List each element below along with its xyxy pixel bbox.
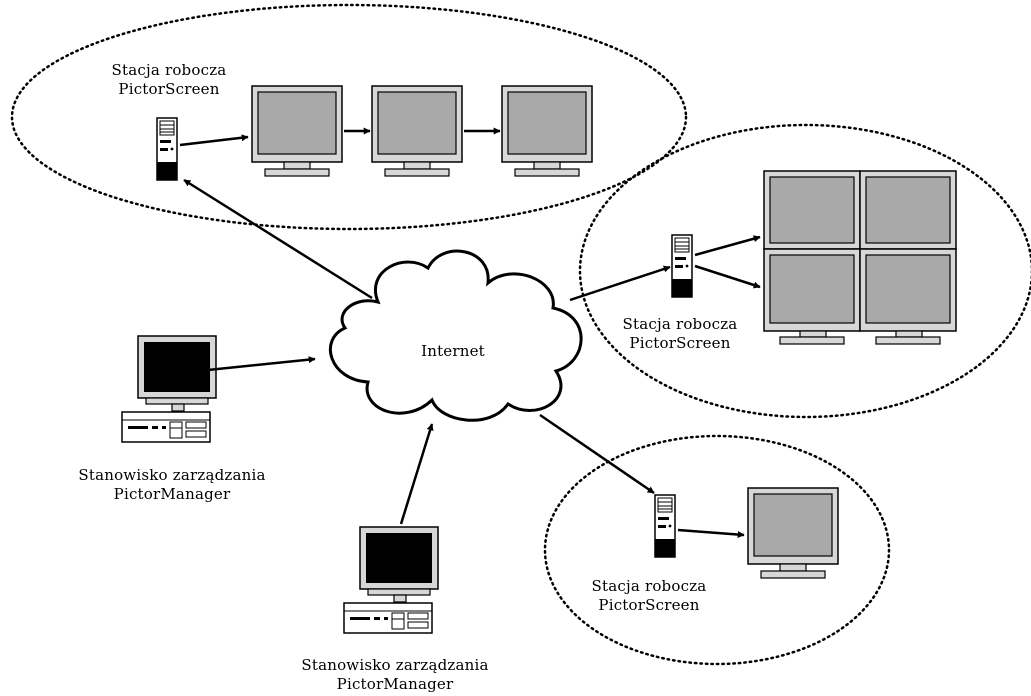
workstation-label-top-left: Stacja robocza PictorScreen (94, 61, 244, 99)
group-top-left-ellipse (10, 3, 688, 231)
arrow-cloud-to-bottom-right-station (539, 413, 655, 495)
workstation-label-right: Stacja robocza PictorScreen (605, 315, 755, 353)
arrow-cloud-to-top-left-station (183, 178, 373, 300)
manager-label-line2: PictorManager (336, 675, 454, 693)
workstation-label-line1: Stacja robocza (622, 315, 738, 333)
connections (179, 127, 761, 539)
arrow-cloud-to-right-station (569, 265, 671, 302)
manager-label-left: Stanowisko zarządzania PictorManager (52, 466, 292, 504)
workstation-label-line1: Stacja robocza (591, 577, 707, 595)
arrow-right-tower-to-wall-top (694, 235, 761, 257)
monitor-icon (501, 85, 593, 177)
group-bottom-right-ellipse (543, 434, 891, 666)
server-tower-icon (156, 117, 178, 181)
desktop-pc-icon (343, 526, 439, 634)
arrow-left-manager-to-cloud (207, 356, 316, 372)
workstation-label-line2: PictorScreen (118, 80, 220, 98)
workstation-label-line1: Stacja robocza (111, 61, 227, 79)
group-right-ellipse (578, 123, 1031, 419)
manager-label-line2: PictorManager (113, 485, 231, 503)
manager-label-line1: Stanowisko zarządzania (78, 466, 266, 484)
internet-label: Internet (421, 342, 485, 360)
arrow-tower-to-monitor-1 (179, 134, 249, 147)
server-tower-icon (654, 494, 676, 558)
monitor-icon (371, 85, 463, 177)
manager-label-bottom: Stanowisko zarządzania PictorManager (275, 656, 515, 694)
arrow-bottom-manager-to-cloud (399, 423, 434, 525)
video-wall (763, 170, 957, 345)
workstation-label-bottom-right: Stacja robocza PictorScreen (574, 577, 724, 615)
workstation-label-line2: PictorScreen (598, 596, 700, 614)
desktop-pc-icon (121, 335, 217, 443)
monitor-icon (251, 85, 343, 177)
internet-cloud-icon (328, 249, 583, 422)
server-tower-icon (671, 234, 693, 298)
monitor-icon (747, 487, 839, 579)
workstation-label-line2: PictorScreen (629, 334, 731, 352)
manager-label-line1: Stanowisko zarządzania (301, 656, 489, 674)
arrow-bottom-tower-to-monitor (677, 528, 745, 539)
arrow-right-tower-to-wall-bottom (694, 264, 761, 289)
